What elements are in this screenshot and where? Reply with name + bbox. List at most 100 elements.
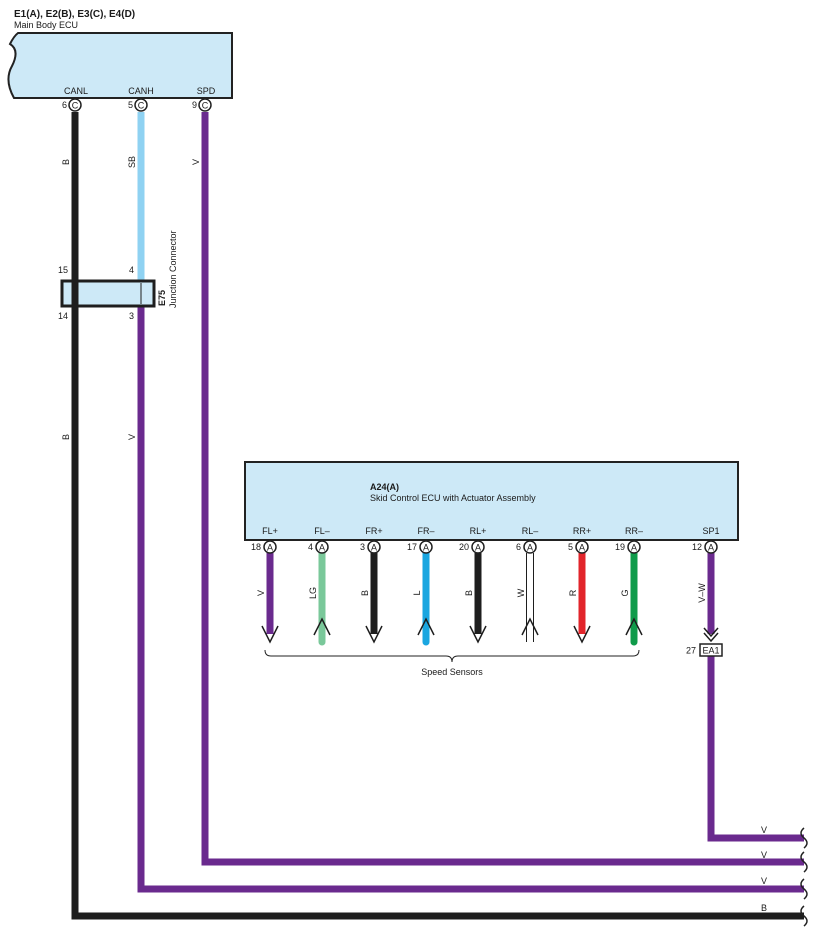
wire-label: V <box>256 590 266 596</box>
connector-letter: A <box>371 543 377 553</box>
connector-circle <box>315 540 329 554</box>
connector-letter: A <box>319 543 325 553</box>
sensor-wire-sp1 <box>703 553 719 643</box>
sensor-wire-fl-plus <box>261 553 279 644</box>
main-ecu-connectors: E1(A), E2(B), E3(C), E4(D) <box>14 9 135 20</box>
exit-label: V <box>761 825 767 835</box>
wire-label: LG <box>308 587 318 599</box>
inline-connector-ea1: EA1 27 <box>686 643 723 657</box>
pin-number: 6 <box>516 542 521 552</box>
pin-number: 3 <box>360 542 365 552</box>
wire-label: R <box>568 589 578 596</box>
pin-number: 5 <box>568 542 573 552</box>
connector-letter: A <box>423 543 429 553</box>
ea1-pin: 27 <box>686 646 696 656</box>
speed-sensors-label: Speed Sensors <box>421 667 483 677</box>
sensor-wire-labels: V LG B L B W R G V–W <box>256 583 707 603</box>
pin-label: CANH <box>128 86 154 96</box>
skid-control-ecu: A24(A) Skid Control ECU with Actuator As… <box>244 461 739 541</box>
pin-label: FL+ <box>262 526 278 536</box>
arrow-up-icon <box>313 617 331 636</box>
arrow-up-icon <box>625 617 643 636</box>
pin-number: 19 <box>615 542 625 552</box>
wire-label-canl: B <box>61 159 71 165</box>
main-ecu-pin-canh: CANH 5 C <box>128 86 154 112</box>
main-ecu-name: Main Body ECU <box>14 20 78 30</box>
wire-label-spd: V <box>191 159 201 165</box>
chevron-down-icon <box>703 632 719 643</box>
main-body-ecu: E1(A), E2(B), E3(C), E4(D) Main Body ECU… <box>7 9 233 112</box>
exit-label: B <box>761 903 767 913</box>
break-mark <box>800 827 808 849</box>
wire-label: L <box>412 590 422 595</box>
pin-label: RL+ <box>470 526 487 536</box>
break-mark <box>800 878 808 900</box>
junction-pin: 14 <box>58 311 68 321</box>
pin-number: 12 <box>692 542 702 552</box>
break-mark <box>800 905 808 927</box>
wire-ea1-v <box>707 656 804 842</box>
wire-label-junction-b: B <box>61 434 71 440</box>
connector-letter: A <box>708 543 714 553</box>
connector-letter: A <box>267 543 273 553</box>
sensor-wire-fl-minus <box>313 549 331 646</box>
pin-number: 18 <box>251 542 261 552</box>
connector-letter: A <box>631 543 637 553</box>
sensor-wire-fr-plus <box>365 553 383 644</box>
connector-letter: C <box>138 101 145 111</box>
main-ecu-box <box>7 32 233 99</box>
sensor-wire-rl-minus <box>521 553 539 642</box>
chevron-down-icon <box>703 627 719 638</box>
wire-break-marks <box>800 827 808 927</box>
junction-pin: 15 <box>58 265 68 275</box>
connector-circle <box>134 98 148 112</box>
connector-circle <box>68 98 82 112</box>
skid-ecu-pins: FL+ 18 A FL– 4 A FR+ 3 A FR– 17 A RL+ 20… <box>251 526 720 554</box>
wire-label: G <box>620 589 630 596</box>
arrow-down-icon <box>365 625 383 644</box>
wire-label: W <box>516 588 526 597</box>
pin-label: SPD <box>197 86 216 96</box>
connector-circle <box>627 540 641 554</box>
main-ecu-pin-canl: CANL 6 C <box>62 86 88 112</box>
ea1-box <box>699 643 723 657</box>
junction-connector-e75: 15 4 14 3 E75 Junction Connector <box>58 230 178 321</box>
wire-label: B <box>360 590 370 596</box>
connector-circle <box>263 540 277 554</box>
ea1-id: EA1 <box>702 646 719 656</box>
main-ecu-pin-spd: SPD 9 C <box>192 86 216 112</box>
sensor-wire-rr-plus <box>573 553 591 644</box>
junction-id: E75 <box>157 290 167 306</box>
skid-ecu-connector: A24(A) <box>370 482 399 492</box>
connector-circle <box>704 540 718 554</box>
junction-name: Junction Connector <box>168 230 178 308</box>
pin-label: FR+ <box>365 526 382 536</box>
pin-label: FR– <box>417 526 434 536</box>
pin-number: 17 <box>407 542 417 552</box>
exit-label: V <box>761 876 767 886</box>
wire-label: B <box>464 590 474 596</box>
connector-letter: A <box>579 543 585 553</box>
pin-label: FL– <box>314 526 330 536</box>
connector-letter: A <box>527 543 533 553</box>
junction-pin: 3 <box>129 311 134 321</box>
pin-label: RR– <box>625 526 643 536</box>
speed-sensors-brace: Speed Sensors <box>264 649 640 677</box>
connector-circle <box>575 540 589 554</box>
connector-circle <box>419 540 433 554</box>
connector-letter: C <box>202 101 209 111</box>
connector-letter: C <box>72 101 79 111</box>
skid-ecu-box <box>244 461 739 541</box>
pin-number: 9 <box>192 100 197 110</box>
connector-circle <box>198 98 212 112</box>
junction-pin: 4 <box>129 265 134 275</box>
pin-label: RR+ <box>573 526 591 536</box>
pin-number: 6 <box>62 100 67 110</box>
wire-junction-v <box>137 306 804 893</box>
arrow-down-icon <box>261 625 279 644</box>
connector-circle <box>367 540 381 554</box>
exit-label: V <box>761 850 767 860</box>
break-mark <box>800 851 808 873</box>
pin-label: SP1 <box>702 526 719 536</box>
